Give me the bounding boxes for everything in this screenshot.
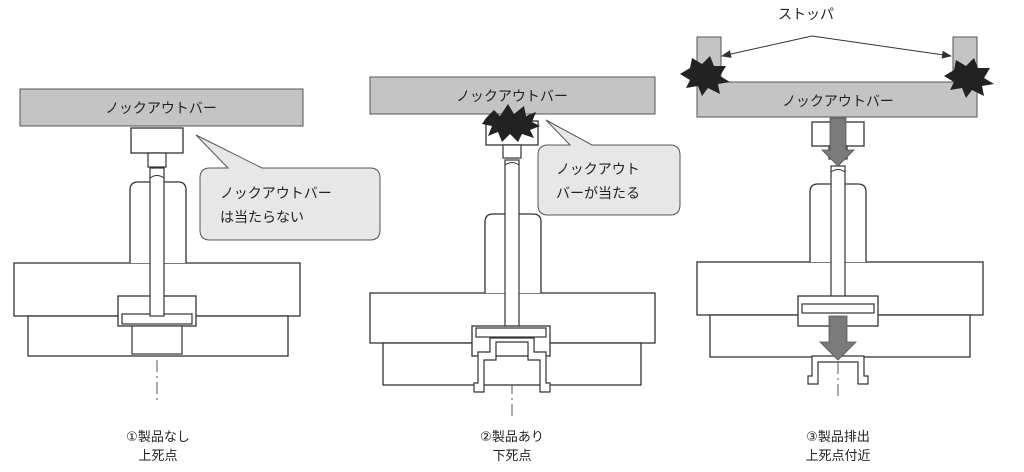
knockout-bar [19, 88, 304, 127]
caption-panel-2: ②製品あり 下死点 [422, 428, 602, 466]
pointer-arrow-icon [721, 35, 813, 58]
panel-1: ノックアウトバー ノックアウトバー は当たらない [13, 88, 381, 400]
knockout-plate [801, 303, 875, 314]
caption-panel-1: ①製品なし 上死点 [68, 428, 248, 466]
impact-burst-icon [680, 56, 730, 96]
callout-line-2: は当たらない [220, 210, 304, 226]
panel-2: ノックアウトバー ノックアウト バーが当たる [369, 76, 681, 420]
pin-head [130, 127, 184, 154]
caption-line-1: ①製品なし [126, 430, 190, 445]
caption-line-2: 下死点 [492, 449, 532, 464]
callout-line-2: バーが当たる [556, 186, 640, 202]
knockout-pin [149, 167, 165, 317]
down-arrow-icon [821, 117, 855, 167]
knockout-pin [830, 165, 846, 317]
knockout-bar-label: ノックアウトバー [456, 89, 568, 105]
down-arrow-icon [819, 315, 857, 361]
caption-line-1: ②製品あり [480, 430, 544, 445]
caption-line-2: 上死点 [138, 449, 178, 464]
impact-burst-icon [944, 58, 994, 98]
callout-line-1: ノックアウト [556, 162, 640, 178]
product-cup [807, 355, 869, 385]
pin-neck [147, 152, 167, 168]
callout-bubble [537, 119, 681, 216]
knockout-bar [696, 81, 978, 118]
callout-line-1: ノックアウトバー [220, 186, 332, 202]
knockout-pin [504, 159, 520, 331]
knockout-bar-label: ノックアウトバー [782, 94, 894, 110]
caption-line-2: 上死点付近 [805, 449, 871, 464]
knockout-bar-label: ノックアウトバー [105, 101, 217, 117]
knockout-plate [475, 327, 547, 338]
caption-line-1: ③製品排出 [806, 430, 870, 445]
product-cup [473, 337, 551, 393]
knockout-bottom [131, 325, 183, 355]
stopper-label: ストッパ [778, 7, 834, 23]
panel-3: ノックアウトバー ストッパ [680, 7, 994, 400]
pin-neck [502, 144, 522, 159]
pointer-arrow-icon [811, 35, 952, 59]
impact-burst-icon [482, 104, 540, 142]
caption-panel-3: ③製品排出 上死点付近 [748, 428, 928, 466]
callout-bubble [195, 134, 381, 241]
